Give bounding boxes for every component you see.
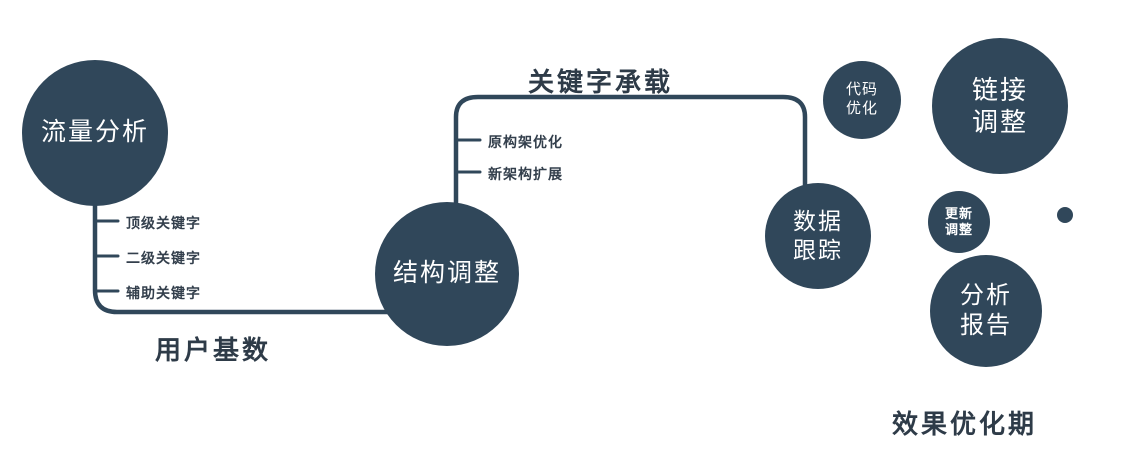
node-link-adjustment-line2: 调整 (971, 107, 1028, 137)
node-update-adjustment-line1: 更新 (944, 205, 973, 221)
edge-label-keyword-bearing: 关键字承载 (528, 67, 674, 97)
connector-structure-to-data (453, 94, 808, 213)
node-link-adjustment-line1: 链接 (971, 74, 1028, 105)
node-code-optimization-line1: 代码 (845, 81, 878, 99)
node-update-adjustment: 更新 调整 (928, 191, 990, 253)
node-link-adjustment: 链接 调整 (932, 38, 1068, 174)
branch-label-top-keywords: 顶级关键字 (126, 215, 201, 231)
node-update-adjustment-line2: 调整 (944, 222, 973, 237)
node-data-tracking: 数据 跟踪 (765, 183, 871, 289)
caption-effect-optimization-period: 效果优化期 (892, 409, 1038, 439)
branch-label-second-keywords: 二级关键字 (126, 250, 201, 266)
node-code-optimization: 代码 优化 (823, 61, 901, 139)
node-traffic-analysis-label: 流量分析 (40, 118, 149, 147)
node-small-dot (1057, 207, 1073, 223)
branch-label-original-architecture: 原构架优化 (488, 134, 563, 150)
node-analysis-report: 分析 报告 (930, 255, 1042, 367)
node-analysis-report-line1: 分析 (960, 282, 1012, 309)
branch-label-auxiliary-keywords: 辅助关键字 (126, 285, 201, 301)
node-analysis-report-line2: 报告 (960, 312, 1012, 339)
node-structure-adjustment-label: 结构调整 (392, 259, 501, 288)
node-traffic-analysis: 流量分析 (22, 60, 168, 206)
node-data-tracking-line2: 跟踪 (793, 237, 843, 263)
node-data-tracking-line1: 数据 (793, 208, 843, 235)
edge-label-user-base: 用户基数 (155, 335, 272, 365)
node-structure-adjustment: 结构调整 (375, 202, 519, 346)
branch-label-new-architecture: 新架构扩展 (488, 166, 563, 182)
node-code-optimization-line2: 优化 (845, 100, 878, 117)
